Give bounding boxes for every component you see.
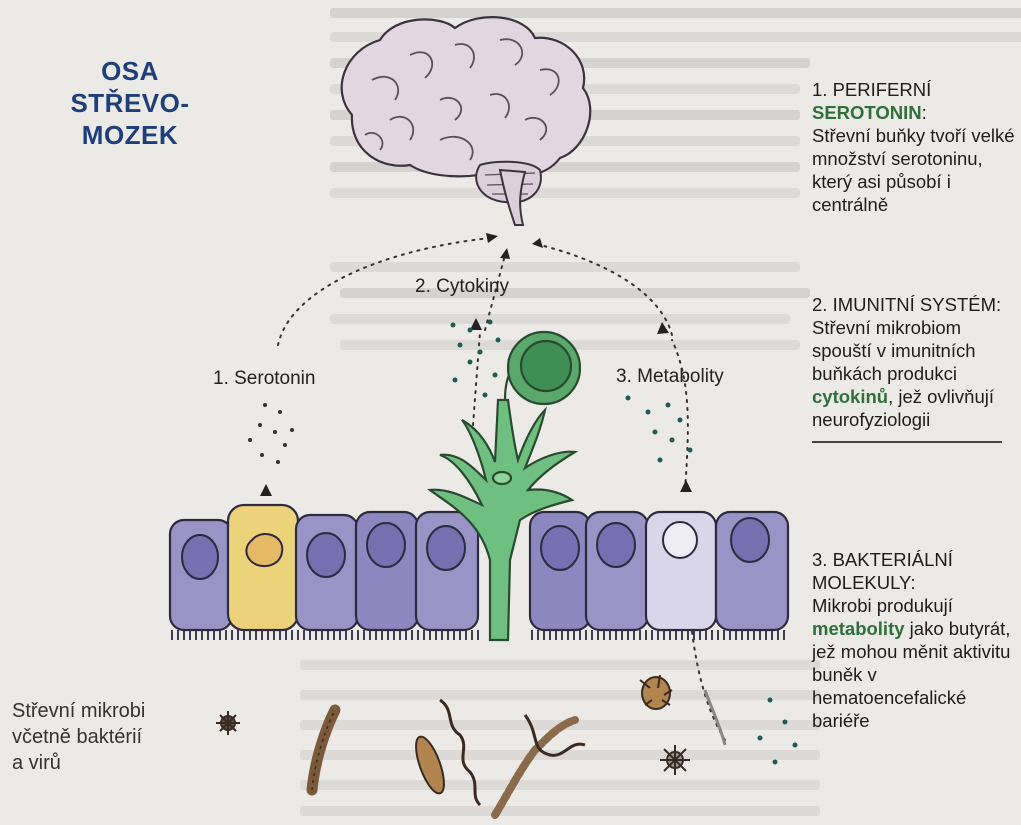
title-line-2: STŘEVO-MOZEK — [30, 87, 230, 151]
side-2-body1: Střevní mikrobiom spouští v imunitních b… — [812, 317, 976, 384]
arrowheads — [260, 233, 692, 496]
metabolity-label: 3. Metabolity — [616, 366, 724, 388]
virus-icon — [216, 711, 240, 735]
side-block-bacterial: 3. BAKTERIÁLNÍ MOLEKULY: Mikrobi produku… — [812, 548, 1021, 732]
side-2-head: 2. IMUNITNÍ SYSTÉM: — [812, 293, 1021, 316]
brain-illustration — [342, 17, 591, 225]
diagram-title: OSA STŘEVO-MOZEK — [30, 55, 230, 151]
side-1-term: SEROTONIN — [812, 102, 922, 123]
serotonin-label: 1. Serotonin — [213, 368, 315, 390]
side-3-body1: Mikrobi produkují — [812, 595, 953, 616]
cytokiny-label: 2. Cytokiny — [415, 276, 509, 298]
microbes-label: Střevní mikrobi včetně baktérií a virů — [12, 698, 145, 776]
side-2-term: cytokinů — [812, 386, 888, 407]
side-3-term: metabolity — [812, 618, 905, 639]
cytokine-dots — [451, 320, 513, 398]
spiral-bacterium — [440, 700, 480, 805]
side-block-immune: 2. IMUNITNÍ SYSTÉM: Střevní mikrobiom sp… — [812, 293, 1021, 451]
side-1-body: Střevní buňky tvoří velké množství serot… — [812, 124, 1021, 216]
side-3-head: 3. BAKTERIÁLNÍ MOLEKULY: — [812, 548, 1021, 594]
microbes — [216, 675, 725, 815]
rod-bacterium — [312, 710, 335, 790]
title-line-1: OSA — [30, 55, 230, 87]
side-1-head: 1. PERIFERNÍ — [812, 78, 1021, 101]
side-block-serotonin: 1. PERIFERNÍ SEROTONIN: Střevní buňky tv… — [812, 78, 1021, 216]
divider — [812, 441, 1002, 443]
serotonin-dots — [248, 403, 294, 464]
